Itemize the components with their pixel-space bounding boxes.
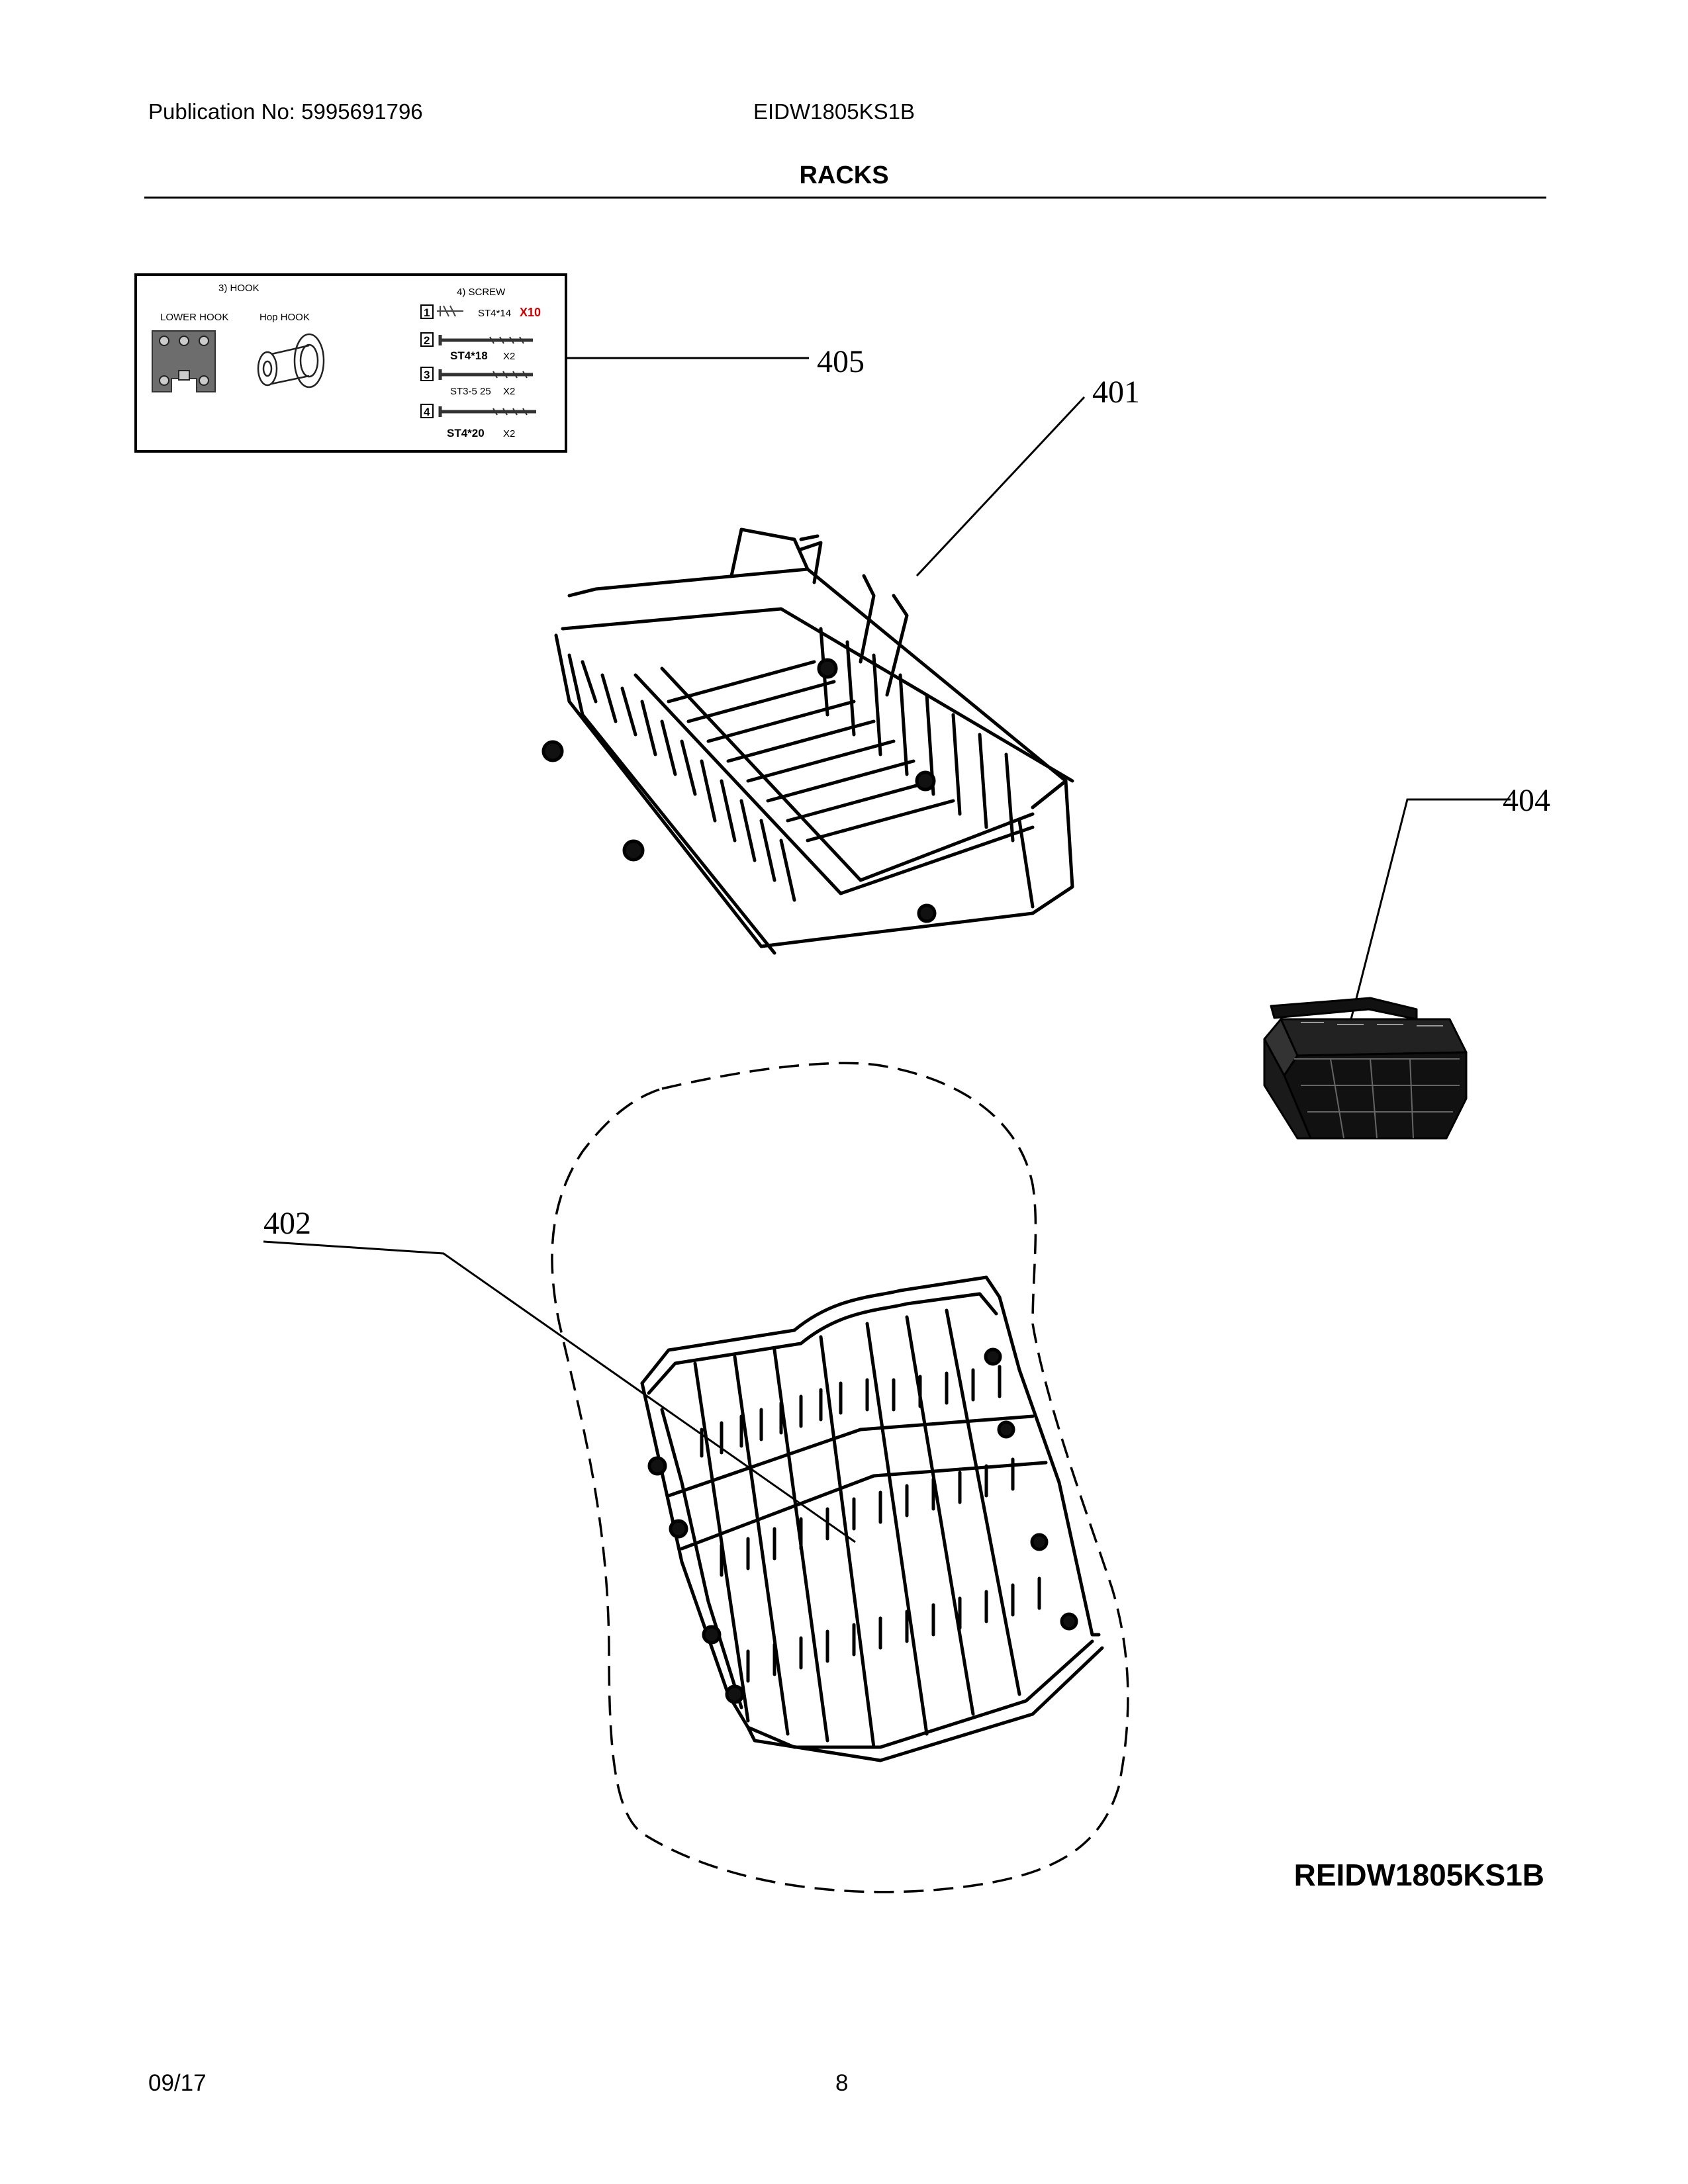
leader-402: [263, 1240, 856, 1543]
leader-lines: [263, 357, 1511, 1543]
hook-heading: 3) HOOK: [218, 283, 259, 294]
svg-text:4: 4: [424, 406, 430, 418]
svg-text:ST4*14: ST4*14: [478, 308, 511, 319]
leader-404: [1344, 798, 1511, 1043]
callout-401: 401: [1092, 375, 1140, 410]
lower-rack-drawing: [640, 1275, 1104, 1762]
callout-404: 404: [1503, 783, 1550, 818]
leader-401: [915, 396, 1086, 577]
screw-row-3: 3 ST3-5 25 X2: [420, 367, 533, 397]
cutlery-basket-drawing: [1263, 997, 1468, 1140]
hop-hook-label: Hop HOOK: [259, 312, 310, 323]
svg-text:X2: X2: [503, 386, 515, 397]
dashed-outline: [551, 1062, 1129, 1893]
publication-number: Publication No: 5995691796: [148, 99, 423, 124]
lower-hook-label: LOWER HOOK: [160, 312, 228, 323]
hardware-kit-inset: 3) HOOK LOWER HOOK Hop HOOK 4) SCREW 1: [134, 273, 567, 453]
callout-402: 402: [263, 1206, 311, 1241]
page-number: 8: [835, 2070, 849, 2096]
svg-text:X2: X2: [503, 351, 515, 362]
callout-405: 405: [817, 344, 865, 379]
publication-date: 09/17: [148, 2070, 207, 2096]
svg-text:ST4*18: ST4*18: [450, 349, 488, 362]
svg-text:3: 3: [424, 369, 430, 381]
screw-row-1: 1 ST4*14 X10: [420, 304, 541, 319]
svg-text:ST4*20: ST4*20: [447, 427, 485, 439]
lower-hook-icon: [152, 330, 216, 392]
upper-rack-drawing: [541, 527, 1074, 955]
svg-text:ST3-5 25: ST3-5 25: [450, 386, 491, 397]
screw-row-4: 4 ST4*20 X2: [420, 404, 536, 439]
section-title: RACKS: [799, 161, 889, 189]
screw-heading: 4) SCREW: [457, 287, 506, 298]
screw-row-2: 2 ST4*18 X2: [420, 332, 533, 362]
reference-code: REIDW1805KS1B: [1293, 1858, 1544, 1892]
header-rule: [144, 197, 1546, 199]
svg-text:1: 1: [424, 306, 430, 319]
svg-text:2: 2: [424, 334, 430, 347]
svg-text:X10: X10: [520, 306, 541, 319]
svg-text:X2: X2: [503, 428, 515, 439]
model-number: EIDW1805KS1B: [753, 99, 915, 124]
hop-hook-icon: [257, 333, 325, 388]
